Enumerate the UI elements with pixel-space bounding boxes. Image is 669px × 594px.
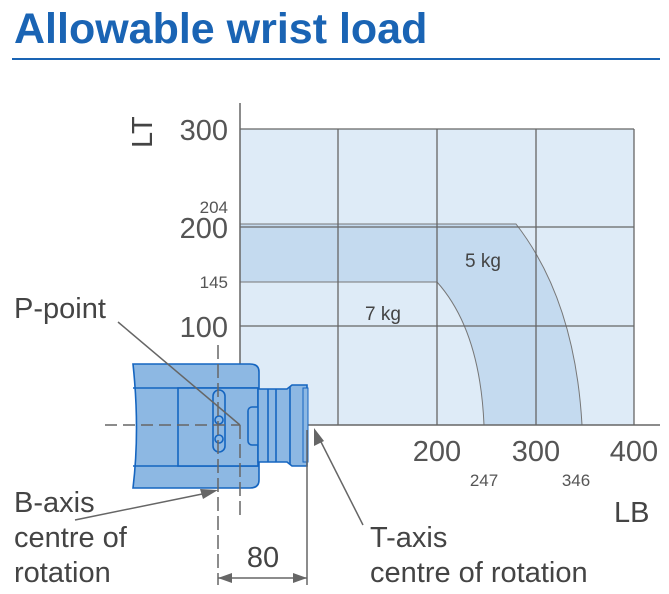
x-tick-200: 200 [413,436,461,468]
y-mark-145: 145 [200,273,228,292]
x-tick-300: 300 [512,436,560,468]
y-tick-100: 100 [180,312,228,344]
y-mark-204: 204 [200,198,228,217]
x-mark-247: 247 [470,471,498,490]
x-tick-400: 400 [610,436,658,468]
b-axis-label-line2: centre of [14,522,128,554]
t-axis-label-line2: centre of rotation [370,557,588,589]
grid-lines [240,128,635,425]
arrowheads [200,428,324,583]
y-tick-200: 200 [180,213,228,245]
y-tick-300: 300 [180,115,228,147]
p-point-label: P-point [14,293,106,325]
centre-lines [74,321,364,585]
robot-wrist-drawing [132,363,309,489]
t-axis-label-line1: T-axis [370,522,447,554]
b-axis-label-line3: rotation [14,557,111,589]
dimension-80: 80 [247,542,279,574]
region-label-5kg: 5 kg [465,251,501,272]
region-label-7kg: 7 kg [365,304,401,325]
b-axis-label-line1: B-axis [14,487,95,519]
x-axis-label: LB [614,497,649,529]
x-mark-346: 346 [562,471,590,490]
y-axis-label: LT [127,116,159,148]
page-title: Allowable wrist load [14,5,427,53]
